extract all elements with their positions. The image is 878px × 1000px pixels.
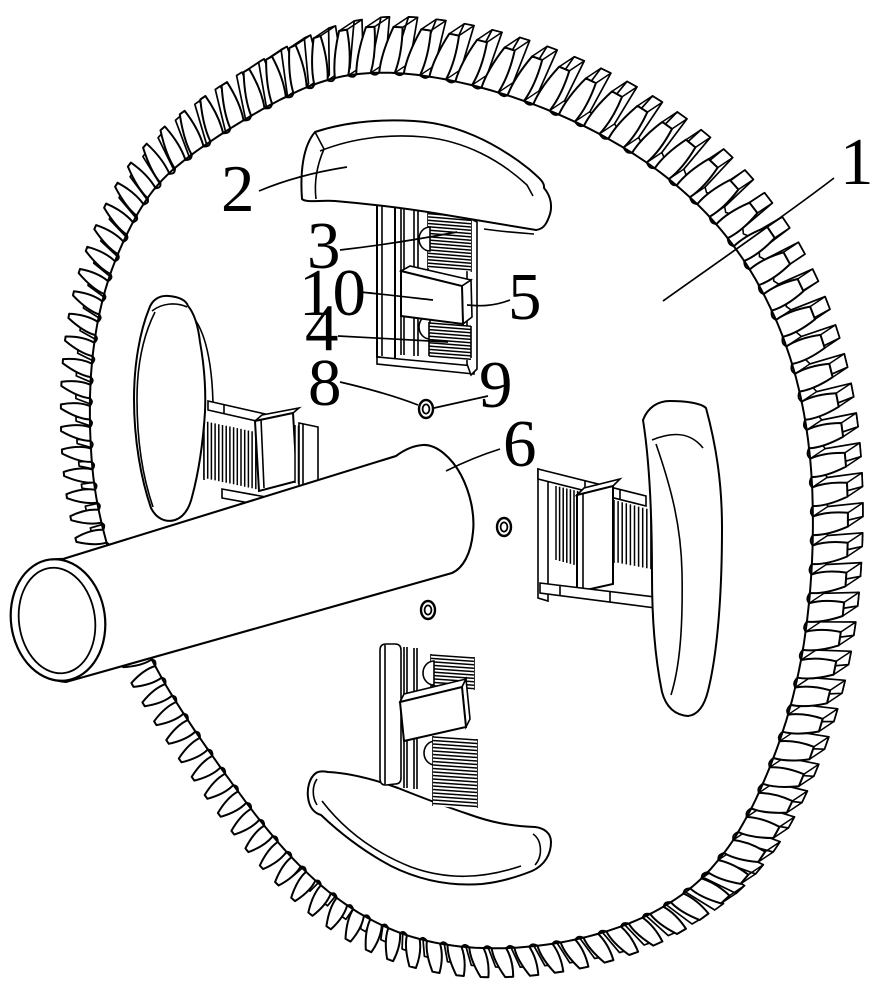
svg-text:3: 3 bbox=[307, 209, 341, 283]
svg-text:8: 8 bbox=[308, 346, 342, 420]
svg-text:4: 4 bbox=[305, 291, 339, 365]
svg-text:2: 2 bbox=[221, 152, 255, 226]
svg-text:6: 6 bbox=[503, 407, 537, 481]
svg-text:10: 10 bbox=[299, 256, 366, 330]
svg-text:9: 9 bbox=[479, 348, 513, 422]
svg-text:5: 5 bbox=[508, 260, 542, 334]
svg-text:1: 1 bbox=[840, 125, 874, 199]
